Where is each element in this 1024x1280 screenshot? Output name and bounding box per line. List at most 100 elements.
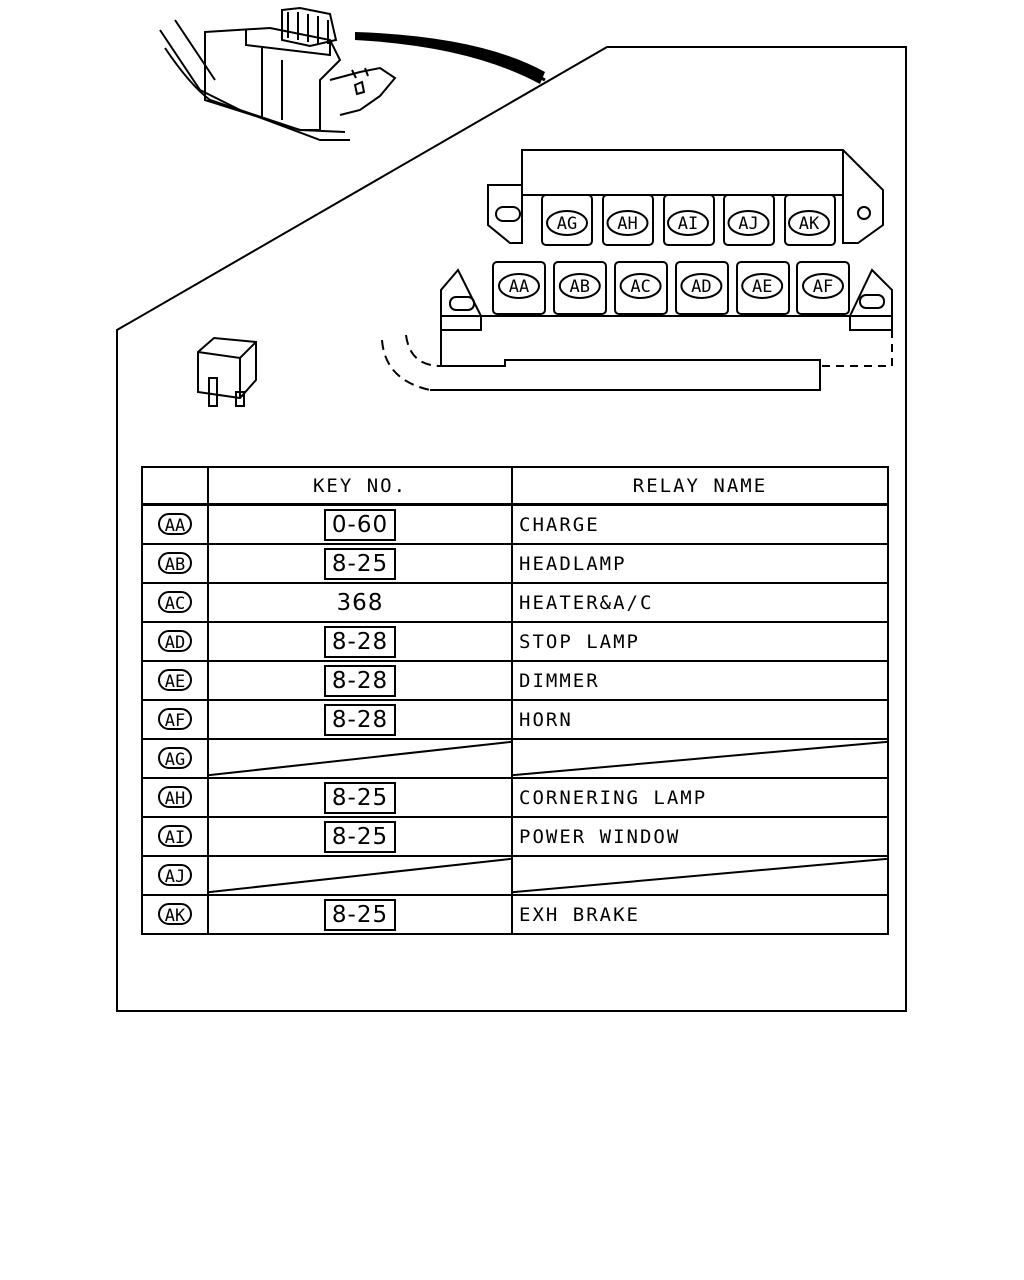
table-header-row: KEY NO. RELAY NAME bbox=[141, 466, 889, 506]
row-relay-name-cell: HORN bbox=[511, 699, 889, 740]
connector-code: AI bbox=[158, 825, 192, 848]
relay-name: CORNERING LAMP bbox=[519, 786, 708, 809]
table-row: AJ bbox=[141, 855, 889, 896]
row-code-cell: AI bbox=[141, 816, 209, 857]
row-code-cell: AB bbox=[141, 543, 209, 584]
connector-code-label: AA bbox=[509, 277, 529, 297]
row-code-cell: AA bbox=[141, 503, 209, 545]
row-key-cell: 8-25 bbox=[207, 543, 513, 584]
connector-code: AB bbox=[158, 552, 192, 575]
connector-oval bbox=[498, 273, 540, 299]
relay-name: CHARGE bbox=[519, 513, 600, 536]
connector-code: AE bbox=[158, 669, 192, 692]
connector-code-label: AK bbox=[799, 214, 820, 234]
table-row: AF 8-28 HORN bbox=[141, 699, 889, 740]
header-key-no: KEY NO. bbox=[207, 466, 513, 506]
connector-code-label: AH bbox=[617, 214, 637, 234]
blank-slash bbox=[513, 857, 887, 894]
connector-oval bbox=[546, 210, 588, 236]
key-number: 8-28 bbox=[323, 625, 397, 658]
connector-code: AD bbox=[158, 630, 192, 653]
connector-code-label: AB bbox=[570, 277, 590, 297]
key-number: 8-28 bbox=[323, 703, 397, 736]
relay-name: HORN bbox=[519, 708, 573, 731]
key-number: 8-25 bbox=[323, 898, 397, 931]
row-relay-name-cell: HEATER&A/C bbox=[511, 582, 889, 623]
row-relay-name-cell bbox=[511, 855, 889, 896]
key-number: 8-25 bbox=[323, 547, 397, 580]
row-key-cell: 8-28 bbox=[207, 660, 513, 701]
row-relay-name-cell: CORNERING LAMP bbox=[511, 777, 889, 818]
connector-code: AA bbox=[158, 513, 192, 536]
relay-name: DIMMER bbox=[519, 669, 600, 692]
table-row: AB 8-25 HEADLAMP bbox=[141, 543, 889, 584]
connector-code: AH bbox=[158, 786, 192, 809]
connector-oval bbox=[619, 273, 662, 299]
connector-code: AJ bbox=[158, 864, 192, 887]
key-number: 0-60 bbox=[323, 508, 397, 541]
connector-oval bbox=[680, 273, 723, 299]
row-key-cell: 368 bbox=[207, 582, 513, 623]
blank-slash bbox=[513, 740, 887, 777]
connector-code-label: AJ bbox=[738, 214, 758, 234]
row-key-cell: 8-25 bbox=[207, 894, 513, 935]
row-key-cell: 8-25 bbox=[207, 816, 513, 857]
connector-oval bbox=[741, 273, 784, 299]
row-code-cell: AJ bbox=[141, 855, 209, 896]
table-row: AG bbox=[141, 738, 889, 779]
table-row: AK 8-25 EXH BRAKE bbox=[141, 894, 889, 935]
row-key-cell: 8-25 bbox=[207, 777, 513, 818]
row-code-cell: AG bbox=[141, 738, 209, 779]
connector-oval bbox=[802, 273, 844, 299]
row-code-cell: AF bbox=[141, 699, 209, 740]
row-code-cell: AE bbox=[141, 660, 209, 701]
connector-code-label: AE bbox=[752, 277, 772, 297]
row-relay-name-cell: STOP LAMP bbox=[511, 621, 889, 662]
blank-slash bbox=[209, 740, 511, 777]
connector-oval bbox=[788, 210, 830, 236]
row-key-cell: 8-28 bbox=[207, 699, 513, 740]
row-relay-name-cell: DIMMER bbox=[511, 660, 889, 701]
location-thumbnail bbox=[159, 6, 397, 141]
connector-code-label: AI bbox=[678, 214, 698, 234]
connector-code: AK bbox=[158, 903, 192, 926]
relay-icon bbox=[197, 336, 257, 407]
connector-oval bbox=[558, 273, 601, 299]
row-code-cell: AC bbox=[141, 582, 209, 623]
table-row: AH 8-25 CORNERING LAMP bbox=[141, 777, 889, 818]
relay-name: HEADLAMP bbox=[519, 552, 627, 575]
connector-oval bbox=[667, 210, 709, 236]
connector-code-label: AD bbox=[691, 277, 711, 297]
key-number: 8-28 bbox=[323, 664, 397, 697]
row-relay-name-cell bbox=[511, 738, 889, 779]
relay-box-lower bbox=[381, 261, 893, 391]
row-code-cell: AD bbox=[141, 621, 209, 662]
relay-name: POWER WINDOW bbox=[519, 825, 681, 848]
row-code-cell: AH bbox=[141, 777, 209, 818]
row-key-cell bbox=[207, 738, 513, 779]
connector-code: AF bbox=[158, 708, 192, 731]
relay-name: STOP LAMP bbox=[519, 630, 640, 653]
connector-code: AC bbox=[158, 591, 192, 614]
table-row: AI 8-25 POWER WINDOW bbox=[141, 816, 889, 857]
row-relay-name-cell: POWER WINDOW bbox=[511, 816, 889, 857]
header-relay-name: RELAY NAME bbox=[511, 466, 889, 506]
table-row: AE 8-28 DIMMER bbox=[141, 660, 889, 701]
row-relay-name-cell: HEADLAMP bbox=[511, 543, 889, 584]
connector-code-label: AC bbox=[630, 277, 650, 297]
relay-box-upper bbox=[487, 149, 884, 246]
blank-slash bbox=[209, 857, 511, 894]
header-code bbox=[141, 466, 209, 506]
key-number: 8-25 bbox=[323, 781, 397, 814]
row-relay-name-cell: EXH BRAKE bbox=[511, 894, 889, 935]
relay-name: HEATER&A/C bbox=[519, 591, 654, 614]
table-row: AD 8-28 STOP LAMP bbox=[141, 621, 889, 662]
row-code-cell: AK bbox=[141, 894, 209, 935]
table-row: AC 368 HEATER&A/C bbox=[141, 582, 889, 623]
key-number: 8-25 bbox=[323, 820, 397, 853]
key-number: 368 bbox=[336, 589, 384, 616]
table-row: AA 0-60 CHARGE bbox=[141, 503, 889, 545]
